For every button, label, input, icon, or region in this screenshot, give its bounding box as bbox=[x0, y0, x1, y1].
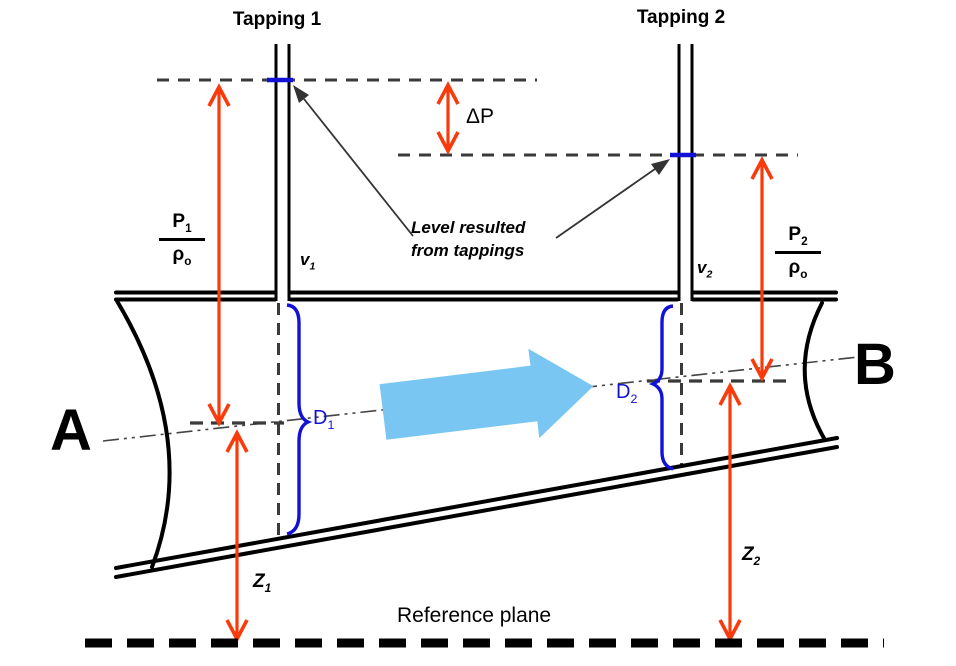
p1-denominator: ρo bbox=[172, 243, 192, 268]
delta-p-arrow bbox=[436, 81, 460, 155]
level-note-arrow-right bbox=[555, 159, 670, 239]
delta-p-label: ΔP bbox=[466, 105, 495, 128]
pipe bbox=[114, 290, 839, 579]
tapping2-tube bbox=[677, 44, 694, 301]
p2-head-label: P2 ρo bbox=[775, 224, 821, 281]
p1-head-arrow bbox=[207, 83, 231, 427]
p1-head-label: P1 ρo bbox=[159, 211, 205, 268]
p1-numerator: P1 bbox=[159, 211, 205, 241]
point-a-label: A bbox=[50, 398, 92, 463]
z2-arrow bbox=[718, 382, 742, 643]
d1-brace bbox=[286, 303, 313, 536]
tapping1-tube bbox=[274, 44, 291, 301]
level-note-arrow-left bbox=[293, 85, 414, 237]
pipe-top-wall bbox=[114, 290, 838, 302]
v1-label: v1 bbox=[300, 250, 316, 273]
tapping2-title: Tapping 2 bbox=[636, 7, 726, 28]
d2-brace bbox=[648, 304, 674, 471]
level-note-line1: Level resulted bbox=[411, 218, 526, 237]
tapping1-title: Tapping 1 bbox=[232, 9, 322, 30]
p2-denominator: ρo bbox=[788, 256, 808, 281]
p2-numerator: P2 bbox=[775, 224, 821, 254]
flow-direction-arrow bbox=[379, 348, 594, 440]
z1-label: Z1 bbox=[253, 571, 272, 595]
level-note-label: Level resulted from tappings bbox=[411, 216, 525, 262]
reference-plane-label: Reference plane bbox=[397, 604, 552, 627]
level-note-line2: from tappings bbox=[411, 241, 525, 260]
pipe-right-end-arc bbox=[802, 301, 827, 442]
v2-label: v2 bbox=[697, 258, 713, 281]
d1-label: D1 bbox=[313, 407, 335, 432]
d2-label: D2 bbox=[616, 381, 638, 406]
p2-head-arrow bbox=[750, 156, 774, 382]
z1-arrow bbox=[225, 429, 249, 643]
z2-label: Z2 bbox=[742, 544, 761, 568]
pipe-left-end-arc bbox=[115, 299, 172, 569]
point-b-label: B bbox=[854, 332, 896, 397]
